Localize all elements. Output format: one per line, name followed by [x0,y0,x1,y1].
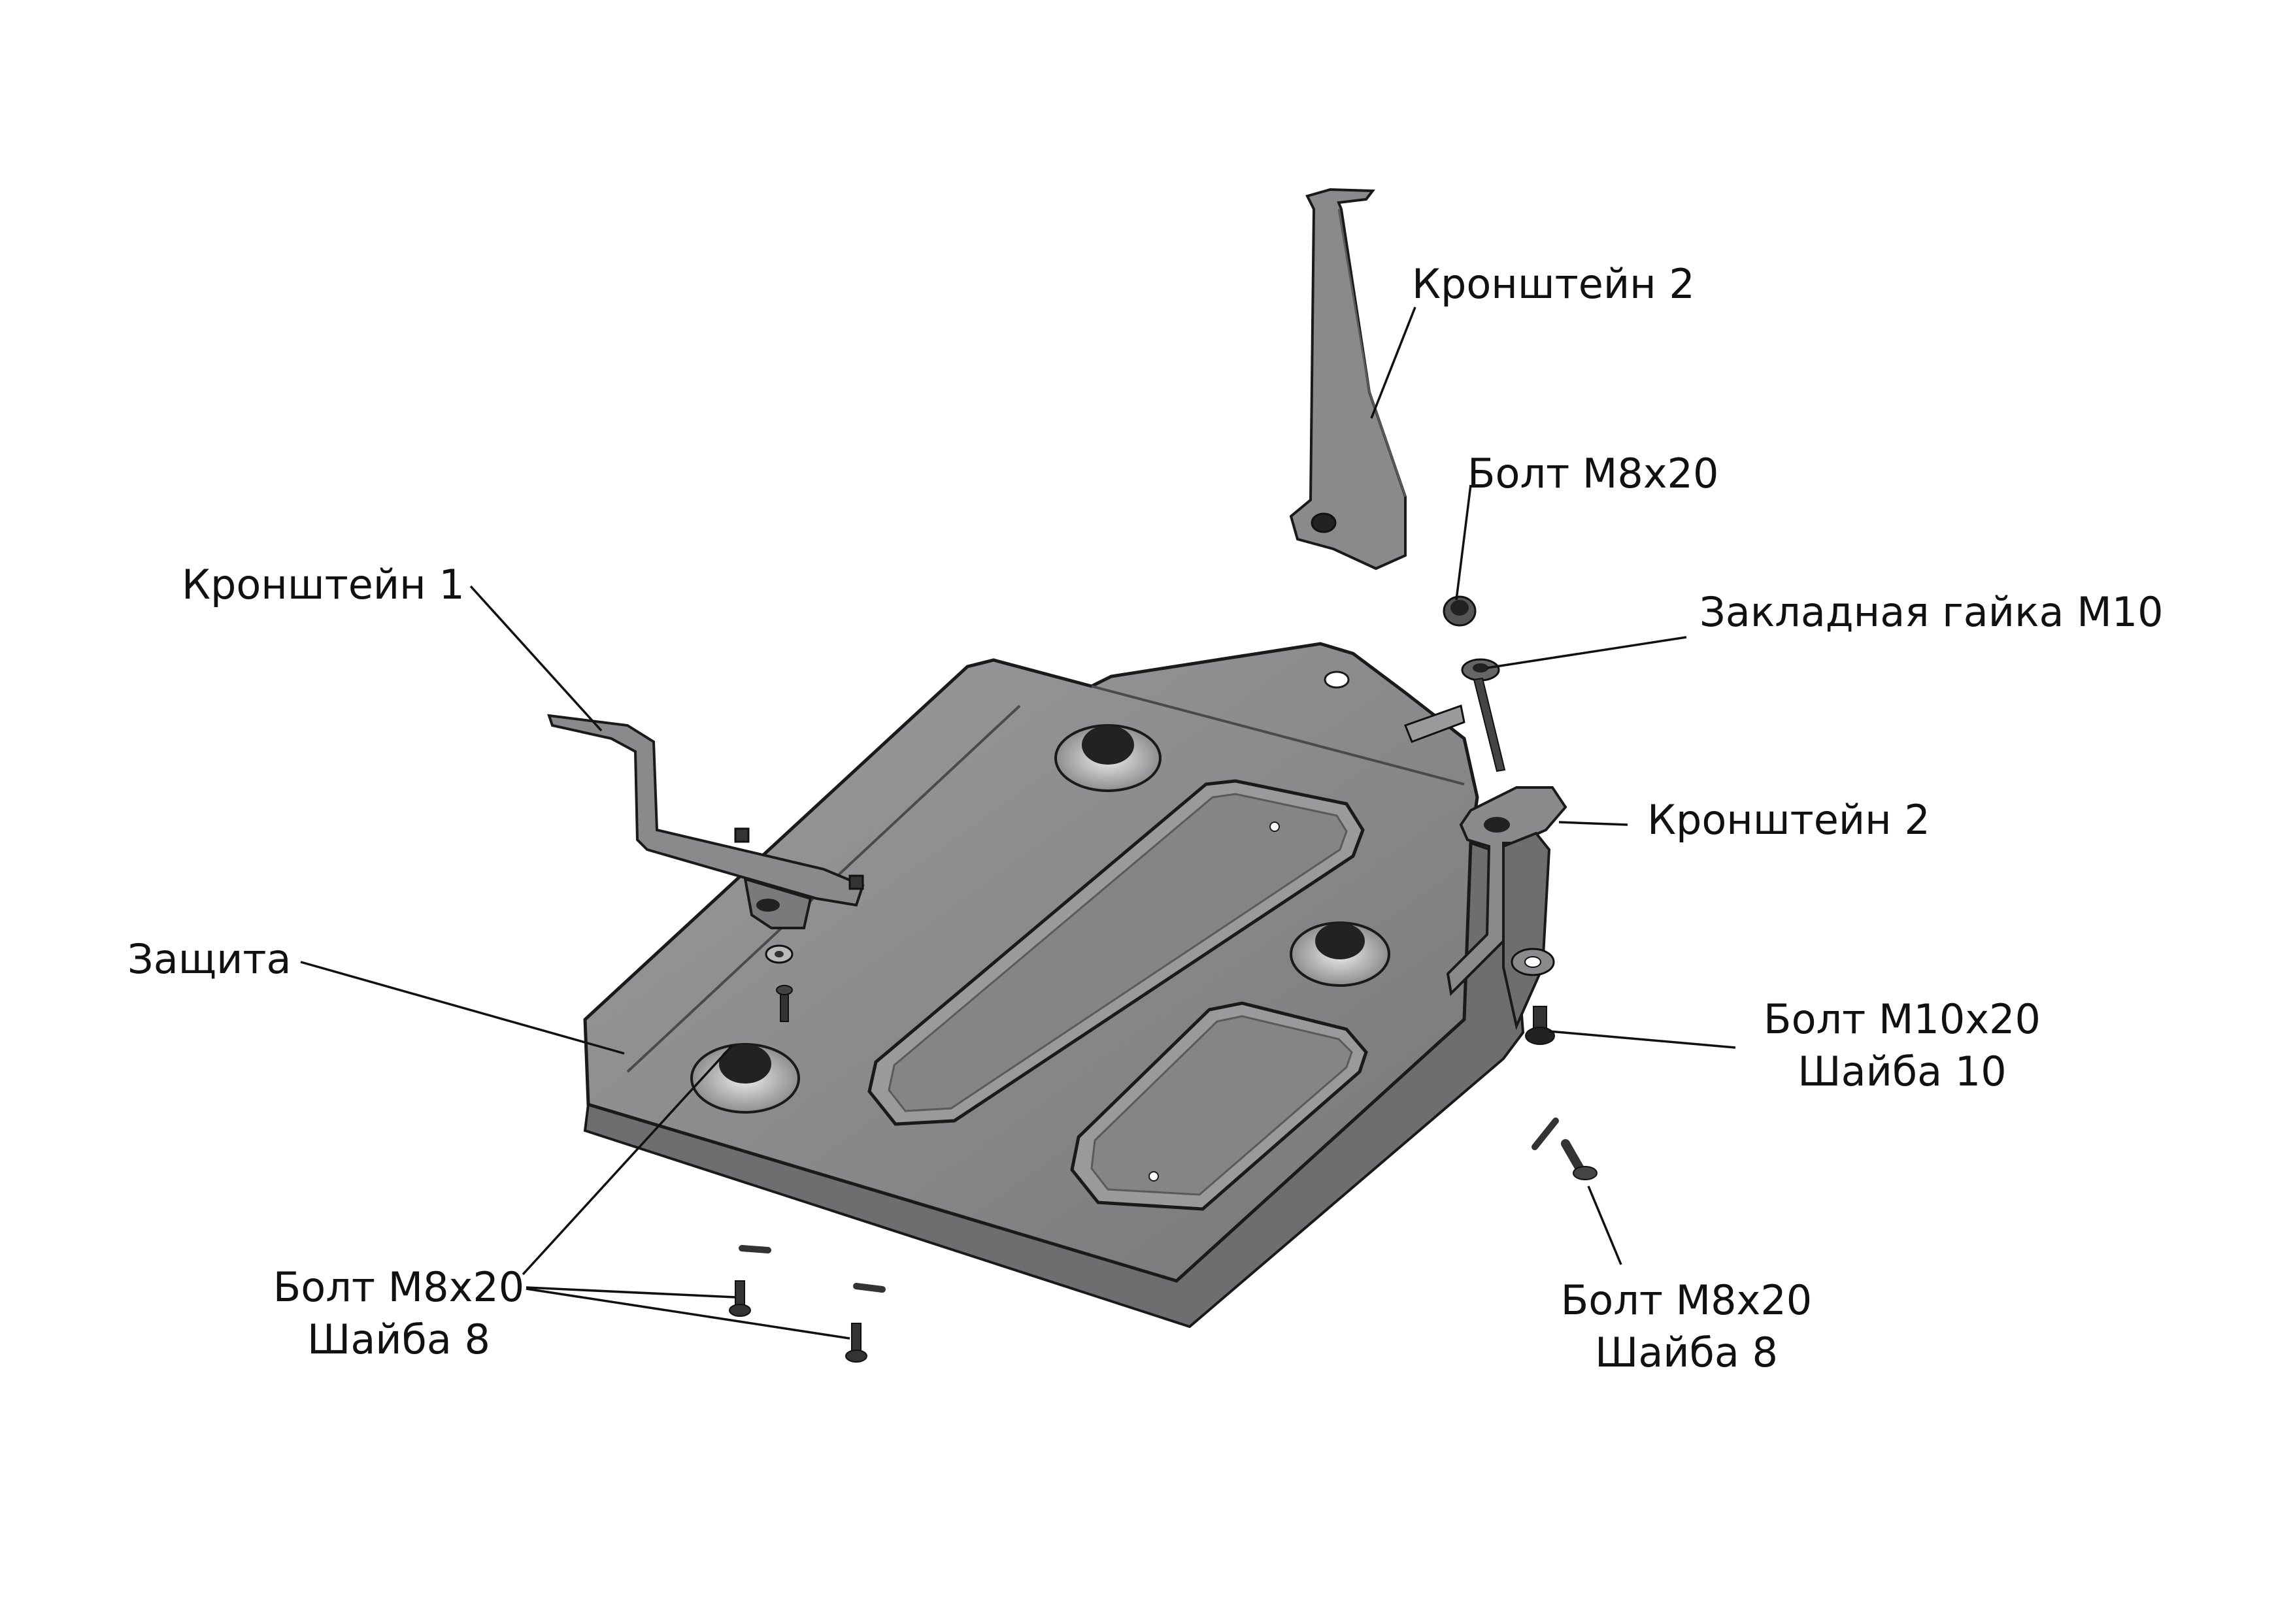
washer-8-a [739,1245,771,1253]
label-bolt-m8-left-group: Болт М8х20 Шайба 8 [261,1261,536,1366]
label-bolt-m10-group: Болт М10х20 Шайба 10 [1752,993,2052,1098]
washer-8-right [1531,1118,1559,1150]
leader-bolt-m8-left [522,1044,733,1276]
bolt-m10 [1525,1006,1555,1045]
leader-bolt-m8-right [1587,1185,1622,1265]
bracket1-washer [765,944,794,964]
plate-recess-2-inner [1090,1015,1353,1196]
bolt-m8-b [845,1323,867,1363]
label-bracket-2-top: Кронштейн 2 [1412,260,1695,308]
insert-nut-m10 [1404,658,1506,772]
label-bracket-1: Кронштейн 1 [182,561,465,608]
label-washer-8-right: Шайба 8 [1595,1329,1778,1376]
boss-left [690,1043,800,1114]
pin-hole [1269,821,1280,832]
plate-recess-1-inner [888,793,1348,1112]
leader-bolt-top [1455,484,1472,601]
leader-lines [300,307,1736,1340]
leader-bracket2-side [1558,821,1628,826]
leader-bolt-m8-left-b [526,1287,850,1340]
boss-top [1054,724,1162,792]
label-bracket-2-side: Кронштейн 2 [1647,796,1930,844]
pin-hole [1148,1171,1159,1182]
bracket1-bolt [776,985,793,1022]
bolt-top [1443,595,1477,627]
leader-bracket1 [469,585,603,732]
label-bolt-m8-right: Болт М8х20 [1560,1276,1813,1324]
bolt-m8-right [1561,1139,1598,1180]
boss-right [1290,921,1390,987]
bracket-2-top [1289,188,1407,571]
leader-insert-nut [1486,636,1687,669]
label-insert-nut: Закладная гайка М10 [1699,588,2164,636]
label-bolt-m8-left: Болт М8х20 [273,1263,525,1311]
leader-bolt-m8-left-a [526,1286,736,1299]
guard-plate [583,642,1525,1329]
label-washer-8-left: Шайба 8 [307,1316,490,1363]
label-guard: Защита [127,935,292,983]
leader-guard [300,961,625,1055]
label-bolt-m10: Болт М10х20 [1764,995,2041,1043]
washer-8-b [853,1283,886,1293]
label-washer-10: Шайба 10 [1798,1048,2007,1095]
label-bolt-m8-right-group: Болт М8х20 Шайба 8 [1549,1274,1824,1379]
washer-10 [1511,948,1555,976]
label-bolt-top: Болт М8х20 [1467,450,1719,497]
plate-hole [1324,671,1350,689]
leader-bolt-m10 [1548,1030,1736,1049]
bolt-m8-a [729,1280,751,1317]
leader-bracket2-top [1370,307,1416,419]
bracket-1 [547,714,865,929]
